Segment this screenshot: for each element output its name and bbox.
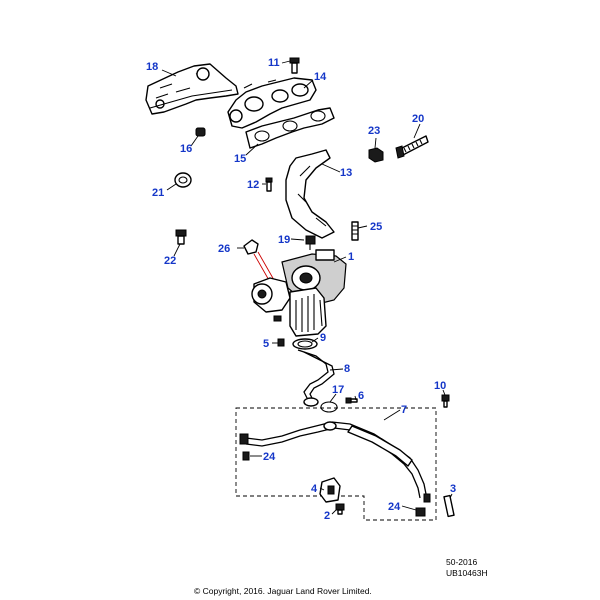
callout-8: 8 (344, 363, 350, 375)
part-manifold-gasket (245, 107, 335, 149)
part-bolt-10 (441, 394, 450, 408)
callout-9: 9 (320, 332, 326, 344)
callout-1: 1 (348, 251, 354, 263)
leader-lines (161, 60, 453, 515)
callout-labels: 18 11 14 16 15 23 20 13 12 21 25 22 19 2… (146, 57, 456, 522)
illustration-id: UB10463H (446, 568, 488, 578)
part-heat-shield (145, 63, 239, 115)
part-nut-23 (368, 147, 384, 163)
part-gasket-9 (292, 338, 318, 350)
callout-6: 6 (358, 390, 364, 402)
callout-5: 5 (263, 338, 269, 350)
callout-16: 16 (180, 143, 192, 155)
part-o-ring-17 (320, 401, 338, 413)
callout-26: 26 (218, 243, 230, 255)
part-bolt-11 (289, 57, 300, 74)
callout-2: 2 (324, 510, 330, 522)
part-nut-16 (195, 127, 206, 137)
part-stud-20 (395, 135, 429, 159)
callout-11: 11 (268, 57, 280, 69)
part-bolt-19 (305, 235, 316, 250)
callout-17: 17 (332, 384, 344, 396)
part-bolt-5 (277, 338, 285, 347)
callout-14: 14 (314, 71, 327, 83)
callout-15: 15 (234, 153, 246, 165)
part-bolt-22 (175, 229, 187, 245)
part-bracket-4 (319, 477, 341, 503)
part-turbo-heat-shield (285, 149, 335, 239)
part-turbocharger (251, 249, 347, 337)
part-oil-drain-tube (297, 349, 335, 407)
part-bolt-12 (265, 177, 273, 192)
callout-3: 3 (450, 483, 456, 495)
callout-19: 19 (278, 234, 290, 246)
callout-24-upper: 24 (263, 451, 276, 463)
callout-10: 10 (434, 380, 446, 392)
part-stud-3 (443, 494, 455, 518)
callout-23: 23 (368, 125, 380, 137)
part-plug-21 (174, 172, 192, 188)
callout-7: 7 (401, 404, 407, 416)
part-stud-25 (351, 221, 359, 241)
part-exhaust-manifold (227, 77, 317, 129)
part-bolt-2 (335, 503, 345, 515)
callout-13: 13 (340, 167, 352, 179)
callout-22: 22 (164, 255, 176, 267)
part-oil-feed-line (235, 407, 437, 521)
copyright-notice: © Copyright, 2016. Jaguar Land Rover Lim… (194, 586, 372, 596)
callout-12: 12 (247, 179, 259, 191)
part-bolt-6 (345, 397, 358, 404)
callout-21: 21 (152, 187, 164, 199)
part-clip-26 (243, 239, 275, 283)
callout-25: 25 (370, 221, 382, 233)
callout-24-lower: 24 (388, 501, 401, 513)
callout-4: 4 (311, 483, 318, 495)
callout-20: 20 (412, 113, 424, 125)
callout-18: 18 (146, 61, 158, 73)
date-code: 50-2016 (446, 557, 478, 567)
